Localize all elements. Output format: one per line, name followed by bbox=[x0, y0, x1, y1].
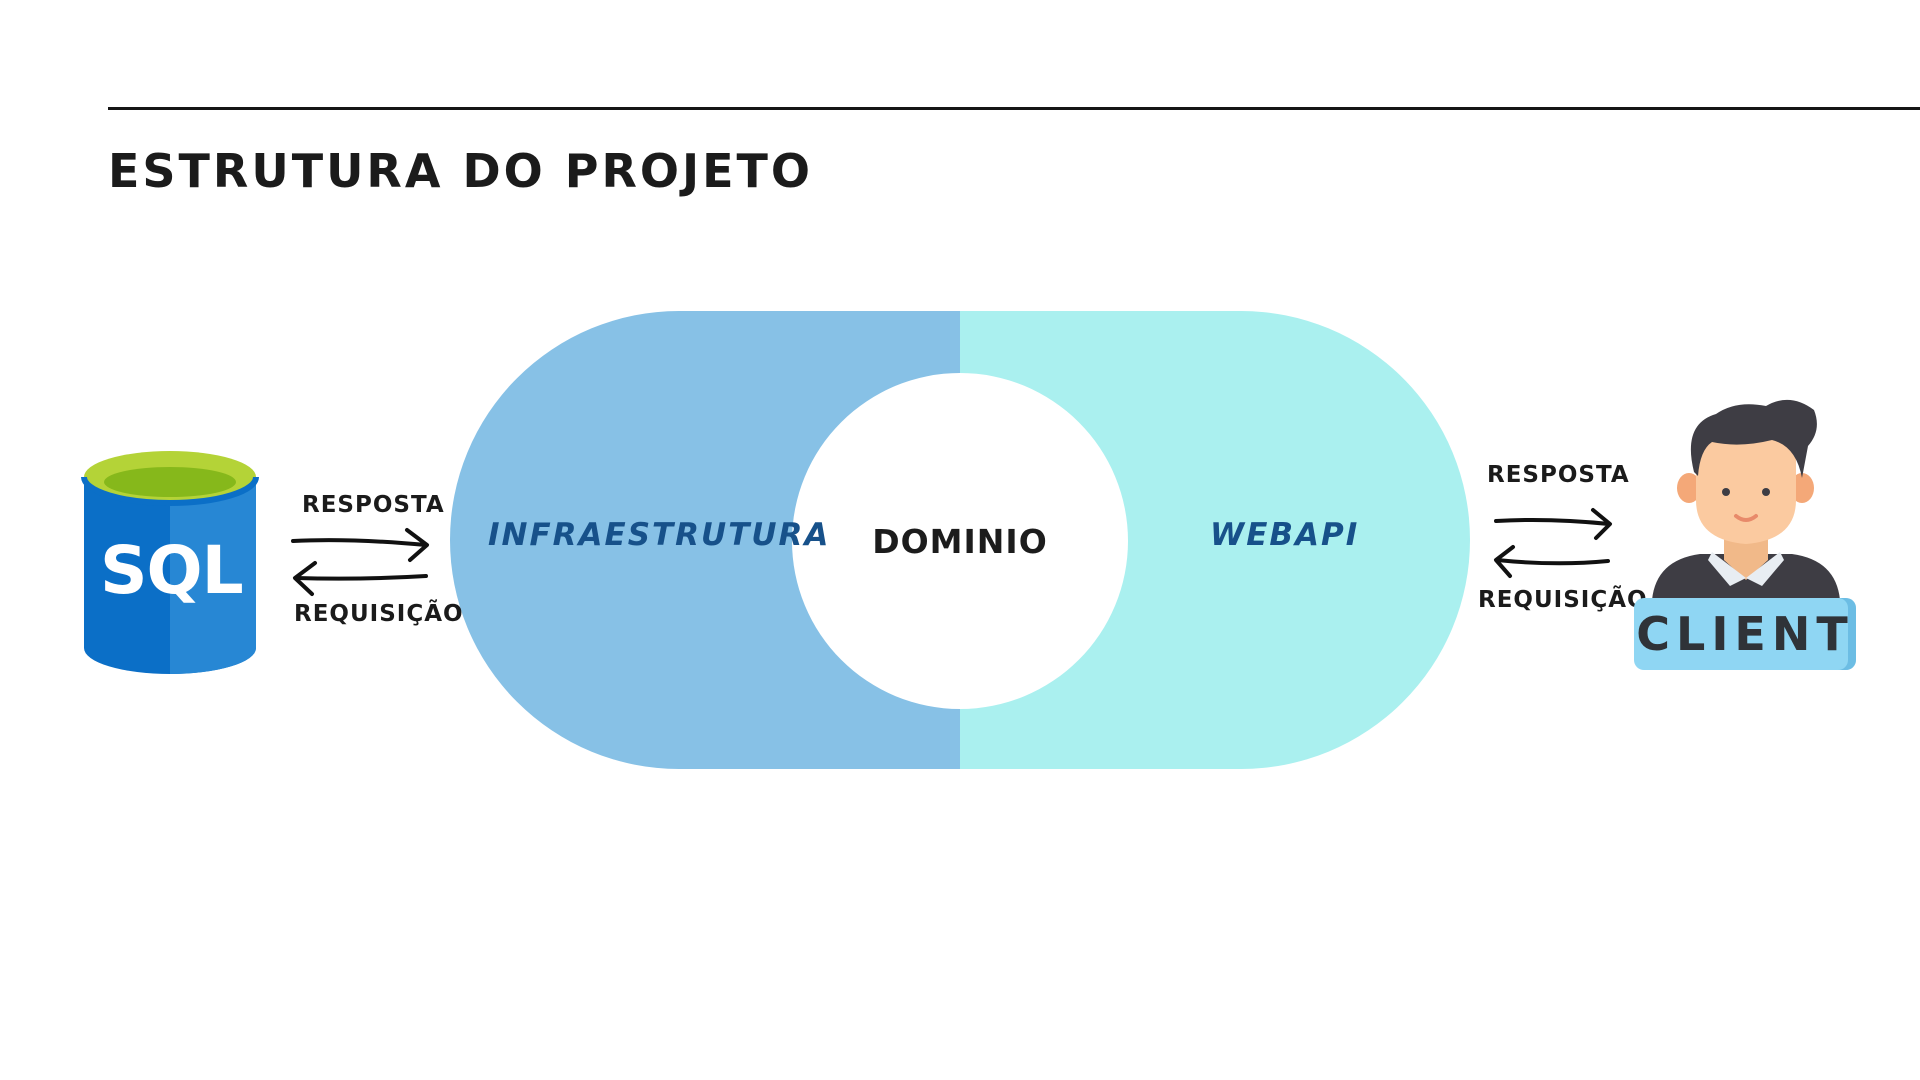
left-request-arrow bbox=[293, 561, 428, 596]
avatar-collar-right bbox=[1746, 552, 1784, 586]
client-badge: CLIENT bbox=[1634, 598, 1856, 670]
database-label: SQL bbox=[100, 532, 244, 609]
left-request-label: REQUISIÇÃO bbox=[294, 601, 464, 627]
avatar-ear-left bbox=[1677, 473, 1701, 503]
avatar-mouth bbox=[1734, 514, 1758, 522]
right-response-arrow bbox=[1494, 508, 1612, 540]
avatar-hair bbox=[1690, 399, 1817, 478]
domain-core-label: DOMINIO bbox=[872, 521, 1048, 561]
client-label: CLIENT bbox=[1636, 607, 1854, 661]
left-response-arrow bbox=[291, 528, 429, 562]
infra-layer-label: INFRAESTRUTURA bbox=[488, 517, 831, 553]
right-request-arrow bbox=[1494, 545, 1610, 578]
top-divider bbox=[108, 107, 1920, 110]
database-top-rim bbox=[81, 476, 259, 506]
page-title: ESTRUTURA DO PROJETO bbox=[108, 144, 814, 198]
webapi-layer-label: WEBAPI bbox=[1210, 517, 1360, 553]
right-response-label: RESPOSTA bbox=[1487, 462, 1630, 488]
right-request-label: REQUISIÇÃO bbox=[1478, 587, 1648, 613]
avatar-eye-left bbox=[1722, 488, 1730, 496]
database-top-inner bbox=[104, 467, 236, 497]
avatar-eye-right bbox=[1762, 488, 1770, 496]
avatar-face bbox=[1696, 418, 1796, 544]
left-response-label: RESPOSTA bbox=[302, 492, 445, 518]
avatar-collar-left bbox=[1708, 552, 1746, 586]
domain-core-circle: DOMINIO bbox=[792, 373, 1128, 709]
layer-pill bbox=[450, 311, 1470, 769]
database-body-highlight bbox=[170, 477, 256, 674]
